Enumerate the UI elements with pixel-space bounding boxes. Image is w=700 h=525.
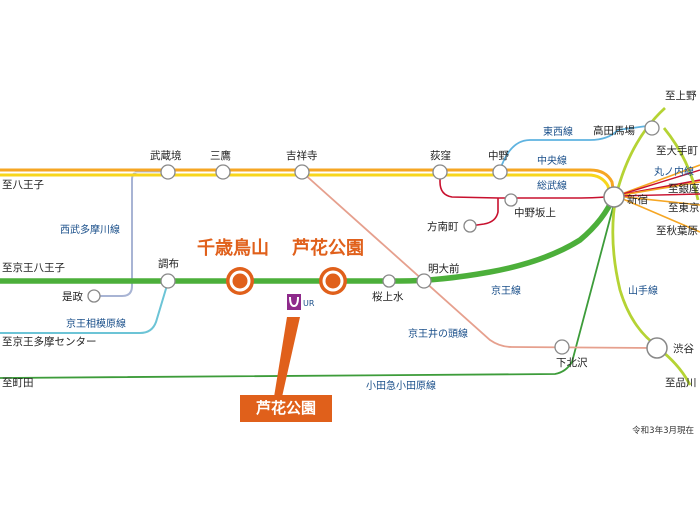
label-ogikubo: 荻窪 xyxy=(430,150,451,162)
station-ogikubo xyxy=(432,164,448,180)
station-chofu xyxy=(160,273,176,289)
line-label-keio: 京王線 xyxy=(491,286,521,297)
inokashira-line xyxy=(301,171,659,349)
station-honancho xyxy=(463,219,477,233)
chuo-line xyxy=(0,168,616,197)
dest-hachioji: 至八王子 xyxy=(2,179,44,191)
station-shinjuku xyxy=(603,186,625,208)
label-shimokitazawa: 下北沢 xyxy=(556,357,588,369)
line-label-odakyu: 小田急小田原線 xyxy=(366,381,436,392)
station-kichijoji xyxy=(294,164,310,180)
dest-ginza: 至銀座 xyxy=(668,183,700,195)
label-chofu: 調布 xyxy=(158,258,179,270)
dest-keio-hachioji: 至京王八王子 xyxy=(2,262,65,274)
odakyu-line xyxy=(0,199,616,379)
label-musashisakai: 武蔵境 xyxy=(150,150,182,162)
label-shinjuku: 新宿 xyxy=(627,194,648,206)
station-koremasa xyxy=(87,289,101,303)
label-kichijoji: 吉祥寺 xyxy=(286,150,318,162)
as-of-note: 令和3年3月現在 xyxy=(632,426,694,436)
station-shibuya xyxy=(646,337,668,359)
line-label-inokashira: 京王井の頭線 xyxy=(408,329,468,340)
station-sakurajosui xyxy=(382,274,396,288)
dest-shinagawa: 至品川 xyxy=(665,377,697,389)
station-nakano xyxy=(492,164,508,180)
label-shibuya: 渋谷 xyxy=(673,343,694,355)
sobu-line xyxy=(0,173,612,197)
dest-akihabara: 至秋葉原 xyxy=(656,225,698,237)
label-honancho: 方南町 xyxy=(427,221,459,233)
dest-keio-tama-center: 至京王多摩センター xyxy=(2,336,97,348)
label-takadanobaba: 高田馬場 xyxy=(593,125,635,137)
label-nakano: 中野 xyxy=(488,150,509,162)
line-label-keio-sagamihara: 京王相模原線 xyxy=(66,319,126,330)
tozai-line xyxy=(499,124,655,171)
label-nakanosakaue: 中野坂上 xyxy=(514,207,556,219)
line-label-yamanote: 山手線 xyxy=(628,286,658,297)
station-musashisakai xyxy=(160,164,176,180)
line-label-seibu-tamagawa: 西武多摩川線 xyxy=(60,225,120,236)
keio-sagamihara-line xyxy=(0,281,169,334)
station-takadanobaba xyxy=(644,120,660,136)
label-mitaka: 三鷹 xyxy=(210,150,231,162)
ur-logo: UR xyxy=(287,294,317,310)
svg-text:UR: UR xyxy=(303,299,315,308)
dest-ueno: 至上野 xyxy=(665,90,697,102)
station-nakanosakaue xyxy=(504,193,518,207)
label-rokakoen: 芦花公園 xyxy=(292,238,364,259)
line-label-chuo: 中央線 xyxy=(537,156,567,167)
callout-rokakoen: 芦花公園 xyxy=(240,395,332,422)
dest-tokyo: 至東京 xyxy=(668,202,700,214)
dest-machida: 至町田 xyxy=(2,377,34,389)
label-koremasa: 是政 xyxy=(62,291,83,303)
station-mitaka xyxy=(215,164,231,180)
label-chitosekarasuyama: 千歳鳥山 xyxy=(197,238,269,259)
label-meidaimae: 明大前 xyxy=(428,263,460,275)
callout-pointer xyxy=(274,317,300,397)
label-sakurajosui: 桜上水 xyxy=(372,291,404,303)
line-label-marunouchi: 丸ノ内線 xyxy=(654,167,694,178)
station-meidaimae xyxy=(416,273,432,289)
keio-line xyxy=(0,193,617,284)
station-shimokitazawa xyxy=(554,339,570,355)
line-label-tozai: 東西線 xyxy=(543,127,573,138)
line-label-sobu: 総武線 xyxy=(537,181,567,192)
dest-otemachi: 至大手町 xyxy=(656,145,698,157)
